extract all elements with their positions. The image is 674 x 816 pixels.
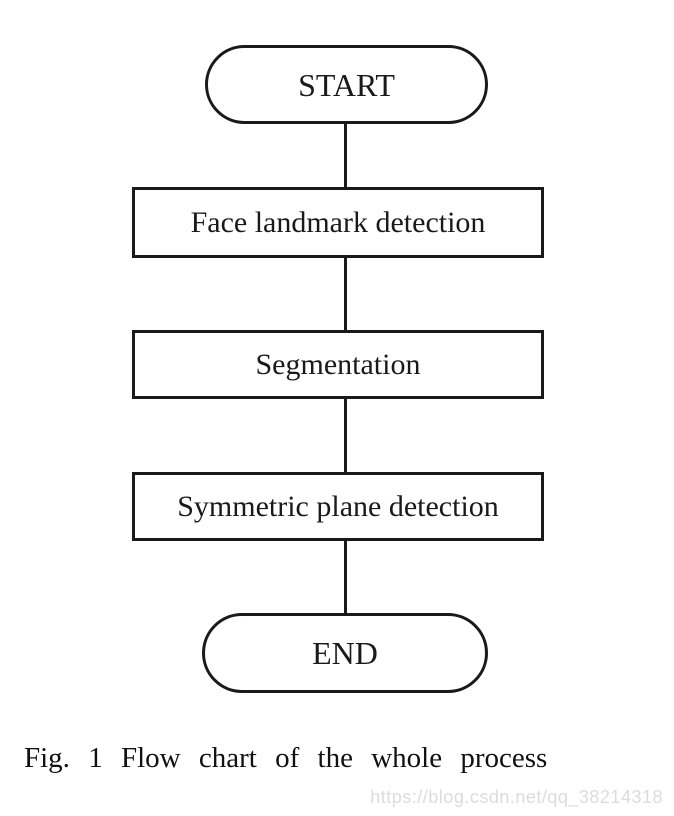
node-symmetric-plane-label: Symmetric plane detection: [177, 489, 499, 523]
watermark-url: https://blog.csdn.net/qq_38214318: [370, 787, 663, 807]
flowchart-node-start: START: [205, 45, 488, 124]
node-segmentation-label: Segmentation: [255, 347, 421, 381]
flowchart-node-segmentation: Segmentation: [132, 330, 544, 399]
flowchart-edge-symmetric-plane-to-end: [344, 538, 347, 615]
flowchart-node-face-landmark-detection: Face landmark detection: [132, 187, 544, 258]
flowchart-edge-segmentation-to-symmetric-plane: [344, 396, 347, 474]
flowchart-edge-start-to-face-landmark: [344, 121, 347, 189]
flowchart-node-symmetric-plane-detection: Symmetric plane detection: [132, 472, 544, 541]
flowchart-node-end: END: [202, 613, 488, 693]
node-face-landmark-label: Face landmark detection: [190, 205, 486, 239]
node-start-label: START: [298, 66, 395, 103]
figure-caption: Fig. 1 Flow chart of the whole process: [24, 742, 548, 774]
flowchart-edge-face-landmark-to-segmentation: [344, 255, 347, 332]
node-end-label: END: [312, 635, 378, 671]
